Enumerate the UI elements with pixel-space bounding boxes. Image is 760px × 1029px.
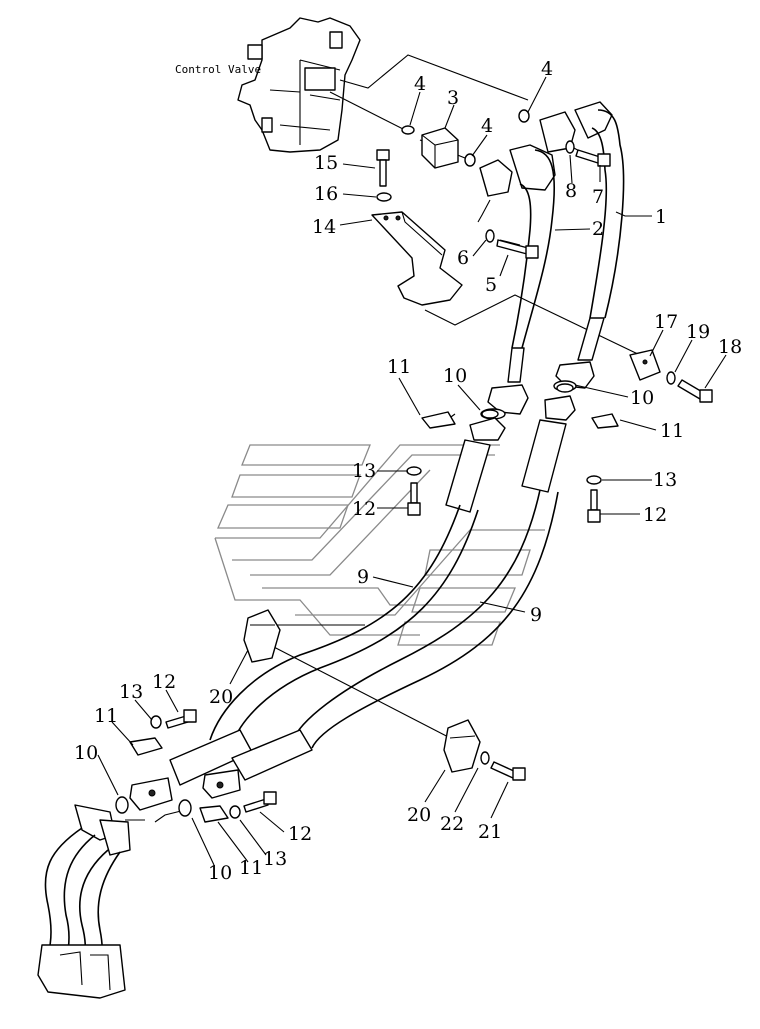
hose-fittings-lower [129,729,313,811]
callout-20b: 20 [407,804,431,826]
washer-6 [485,229,495,243]
bolt-15 [376,149,390,187]
callout-13c: 13 [119,681,143,703]
hose-2 [479,144,556,349]
washer-22 [480,751,490,765]
washer-8 [565,140,575,154]
bolt-18 [677,379,713,403]
watermark-logo [214,444,545,646]
callout-11d: 11 [239,857,263,879]
hose-fittings-upper [480,317,605,420]
callout-4b: 4 [481,115,493,137]
control-valve [237,17,361,153]
callout-12a: 12 [352,498,376,520]
callout-9a: 9 [357,566,369,588]
callout-leaders [97,76,727,866]
callout-22: 22 [440,813,464,835]
control-valve-label: Control Valve [175,63,261,76]
washer-13 [150,466,602,819]
o-ring-10 [115,383,574,817]
bracket-14 [371,211,463,306]
callout-15: 15 [314,152,338,174]
washer-19 [666,371,676,385]
callout-19: 19 [686,321,710,343]
callout-4a: 4 [414,73,426,95]
callout-8: 8 [565,180,577,202]
callout-12d: 12 [288,823,312,845]
washer-16 [376,192,392,202]
callout-13d: 13 [263,848,287,870]
callout-6: 6 [457,247,469,269]
pipe-manifold [37,804,131,999]
callout-16: 16 [314,183,338,205]
callout-14: 14 [312,216,336,238]
callout-17: 17 [654,311,678,333]
callout-7: 7 [592,186,604,208]
callout-11b: 11 [660,420,684,442]
clamp-20 [243,609,481,773]
callout-10c: 10 [74,742,98,764]
callout-2: 2 [592,218,604,240]
callout-labels: 1 2 3 4 4 4 5 6 7 8 9 9 10 10 10 10 11 1… [74,58,742,884]
bolt-5 [496,239,539,259]
leader-lines [125,54,656,823]
callout-11a: 11 [387,356,411,378]
callout-11c: 11 [94,705,118,727]
flange-3 [421,127,459,169]
callout-1: 1 [655,206,667,228]
bolt-12 [165,482,601,813]
callout-20a: 20 [209,686,233,708]
callout-4c: 4 [541,58,553,80]
callout-21: 21 [478,821,502,843]
callout-12c: 12 [152,671,176,693]
hose-9 [209,395,576,749]
callout-5: 5 [485,274,497,296]
split-flange-11 [129,411,619,823]
bolt-21 [490,761,526,781]
clamp-17 [629,349,661,381]
callout-10b: 10 [630,387,654,409]
o-ring-4 [401,109,530,167]
callout-3: 3 [447,87,459,109]
callout-18: 18 [718,336,742,358]
callout-12b: 12 [643,504,667,526]
callout-13b: 13 [653,469,677,491]
callout-10a: 10 [443,365,467,387]
hose-1 [539,101,625,319]
callout-10d: 10 [208,862,232,884]
bolt-7 [575,149,611,167]
callout-9b: 9 [530,604,542,626]
callout-13a: 13 [352,460,376,482]
